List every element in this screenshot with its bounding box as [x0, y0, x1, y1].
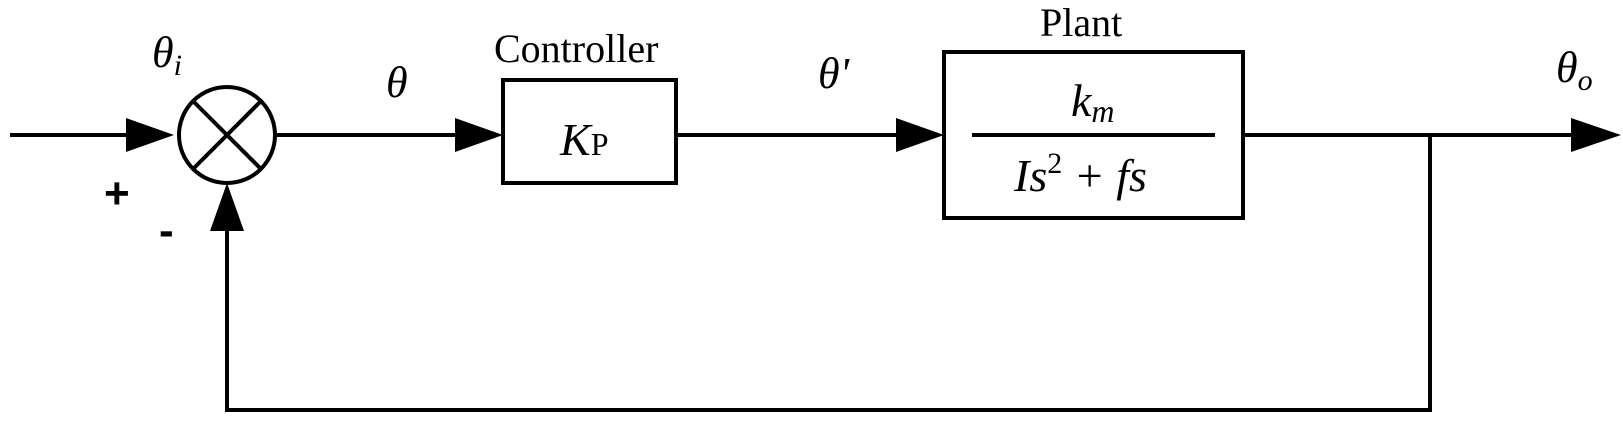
feedback-path [225, 135, 1432, 412]
plant-numerator: km [1071, 75, 1115, 129]
summing-cross-line-2 [191, 99, 263, 171]
control-signal-label: θ' [818, 49, 851, 98]
controller-block [501, 78, 678, 185]
controller-gain: KP [559, 114, 608, 165]
plus-sign: + [104, 169, 130, 218]
output-arrow [1571, 118, 1621, 152]
control-arrow [896, 118, 944, 152]
plant-title: Plant [1040, 0, 1122, 45]
output-signal-label: θo [1556, 43, 1593, 97]
feedback-arrow [210, 183, 244, 231]
error-signal-label: θ [386, 58, 408, 107]
error-arrow [455, 118, 503, 152]
summing-junction [177, 85, 277, 185]
input-arrow [126, 118, 174, 152]
controller-title: Controller [494, 26, 658, 71]
input-signal-label: θi [152, 28, 182, 82]
minus-sign: - [159, 206, 174, 255]
plant-denominator: Is2 + fs [1013, 147, 1147, 201]
